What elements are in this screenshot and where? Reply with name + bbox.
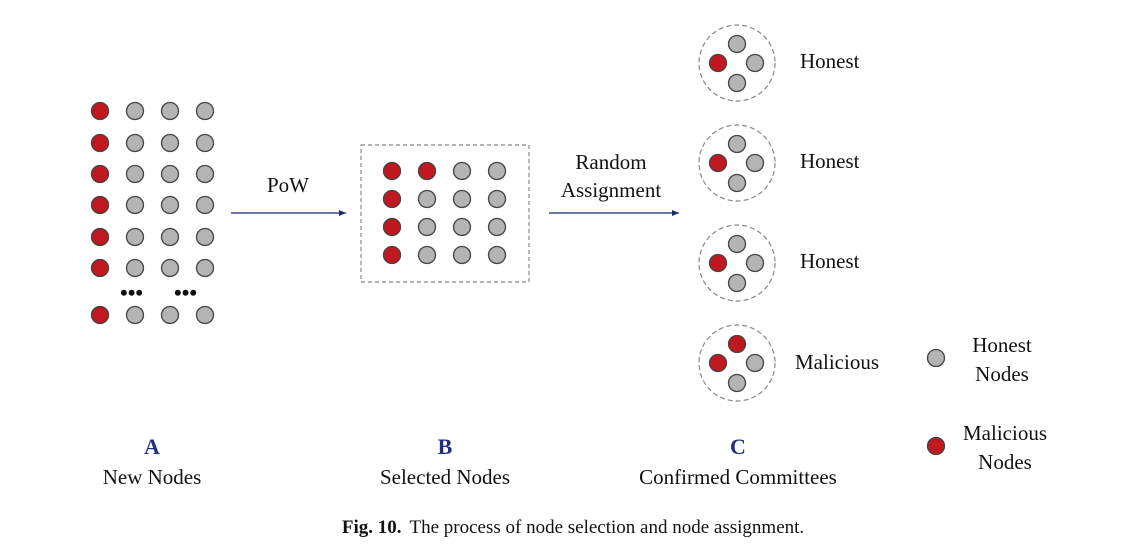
honest-node xyxy=(727,173,747,193)
honest-node xyxy=(727,273,747,293)
legend-malicious-node xyxy=(926,436,946,456)
malicious-node xyxy=(382,161,402,181)
honest-node xyxy=(160,195,180,215)
honest-node xyxy=(160,227,180,247)
honest-node xyxy=(487,217,507,237)
committees-group xyxy=(698,24,776,402)
honest-node xyxy=(745,353,765,373)
ellipsis-right: ••• xyxy=(174,280,197,305)
honest-node xyxy=(195,195,215,215)
malicious-node xyxy=(382,217,402,237)
panel-a-title: New Nodes xyxy=(103,465,202,489)
honest-node xyxy=(487,161,507,181)
malicious-node xyxy=(90,305,110,325)
honest-node xyxy=(487,245,507,265)
honest-node xyxy=(125,195,145,215)
legend-malicious-line2: Nodes xyxy=(978,450,1032,474)
honest-node xyxy=(125,258,145,278)
honest-node xyxy=(125,305,145,325)
honest-node xyxy=(727,373,747,393)
legend-honest-node xyxy=(926,348,946,368)
honest-node xyxy=(452,245,472,265)
figure-caption: Fig. 10. The process of node selection an… xyxy=(342,517,804,538)
panel-b-letter: B xyxy=(438,434,453,459)
honest-node xyxy=(195,133,215,153)
honest-node xyxy=(125,133,145,153)
panel-c-letter: C xyxy=(730,434,746,459)
legend-malicious-line1: Malicious xyxy=(963,421,1047,445)
malicious-node xyxy=(90,195,110,215)
malicious-node xyxy=(382,189,402,209)
honest-node xyxy=(195,164,215,184)
malicious-node xyxy=(90,258,110,278)
honest-node xyxy=(195,305,215,325)
committee-ring xyxy=(698,224,776,302)
committee-label-2: Honest xyxy=(800,149,860,173)
honest-node xyxy=(487,189,507,209)
honest-node xyxy=(160,133,180,153)
committee-ring xyxy=(698,324,776,402)
honest-node xyxy=(745,153,765,173)
committee-ring xyxy=(698,24,776,102)
committee-label-3: Honest xyxy=(800,249,860,273)
assignment-label-line2: Assignment xyxy=(561,178,662,202)
honest-node xyxy=(417,245,437,265)
malicious-node xyxy=(90,227,110,247)
honest-node xyxy=(727,134,747,154)
honest-node xyxy=(417,217,437,237)
honest-node xyxy=(727,34,747,54)
honest-node xyxy=(160,164,180,184)
honest-node xyxy=(125,164,145,184)
honest-node xyxy=(195,258,215,278)
malicious-node xyxy=(708,153,728,173)
committee-label-1: Honest xyxy=(800,49,860,73)
panel-a-letter: A xyxy=(144,434,160,459)
selected-nodes-box xyxy=(360,144,530,283)
malicious-node xyxy=(90,164,110,184)
honest-node xyxy=(160,305,180,325)
legend-honest-line1: Honest xyxy=(972,333,1032,357)
honest-node xyxy=(125,227,145,247)
caption-label: Fig. 10. xyxy=(342,517,402,538)
malicious-node xyxy=(708,53,728,73)
malicious-node xyxy=(727,334,747,354)
legend-honest-line2: Nodes xyxy=(975,362,1029,386)
malicious-node xyxy=(90,101,110,121)
panel-c-title: Confirmed Committees xyxy=(639,465,837,489)
honest-node xyxy=(195,227,215,247)
assignment-label-line1: Random xyxy=(575,150,646,174)
malicious-node xyxy=(90,133,110,153)
honest-node xyxy=(745,53,765,73)
pow-label: PoW xyxy=(267,173,309,197)
honest-node xyxy=(452,217,472,237)
honest-node xyxy=(727,73,747,93)
malicious-node xyxy=(417,161,437,181)
committee-label-4: Malicious xyxy=(795,350,879,374)
panel-b-title: Selected Nodes xyxy=(380,465,510,489)
honest-node xyxy=(160,101,180,121)
honest-node xyxy=(452,161,472,181)
ellipsis-left: ••• xyxy=(120,280,143,305)
honest-node xyxy=(125,101,145,121)
selected-nodes-grid xyxy=(382,161,507,265)
malicious-node xyxy=(708,253,728,273)
honest-node xyxy=(745,253,765,273)
malicious-node xyxy=(382,245,402,265)
honest-node xyxy=(160,258,180,278)
malicious-node xyxy=(708,353,728,373)
caption-text: The process of node selection and node a… xyxy=(409,517,804,538)
honest-node xyxy=(195,101,215,121)
honest-node xyxy=(417,189,437,209)
honest-node xyxy=(727,234,747,254)
committee-ring xyxy=(698,124,776,202)
new-nodes-grid xyxy=(90,101,215,325)
honest-node xyxy=(452,189,472,209)
